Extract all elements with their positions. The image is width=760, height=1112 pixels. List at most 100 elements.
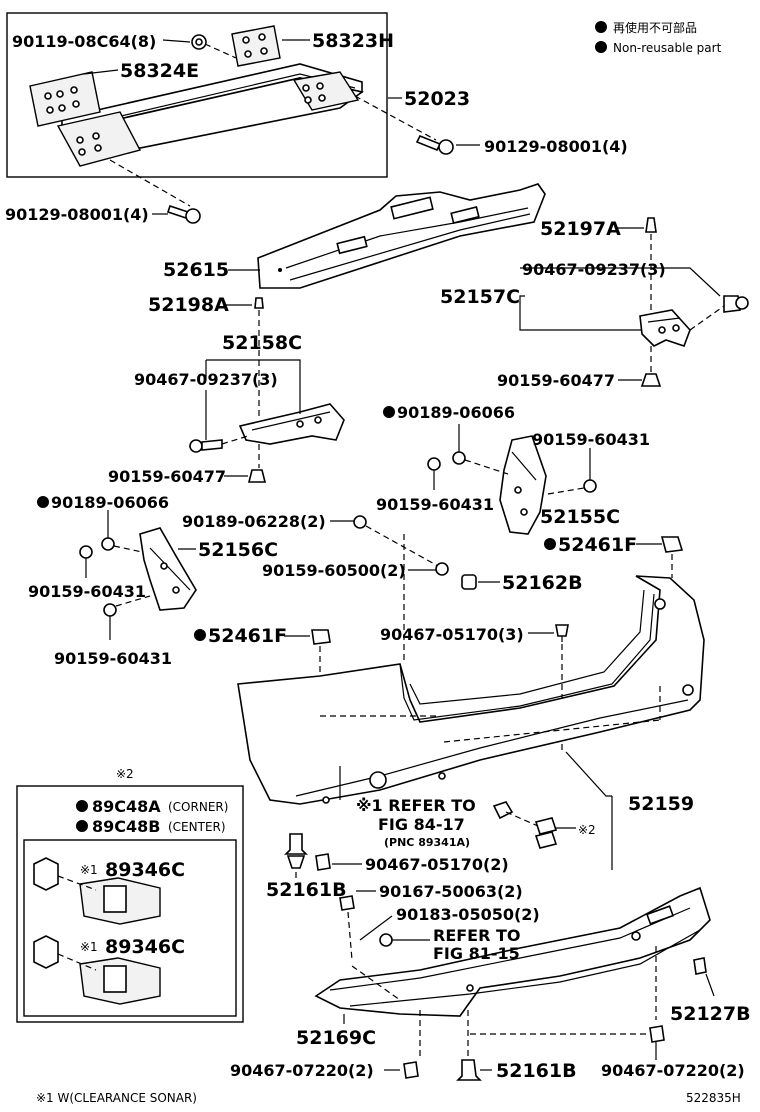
non-reusable-bullet-icon <box>194 629 206 641</box>
label-52461f-upper: 52461F <box>558 534 637 556</box>
label-90119-08c64: 90119-08C64(8) <box>12 32 156 51</box>
non-reusable-bullet-icon <box>595 41 607 53</box>
label-90159-60477-left: 90159-60477 <box>108 467 226 486</box>
non-reusable-bullet-icon <box>76 820 88 832</box>
nut-90159-60431-left-a-icon <box>79 545 93 559</box>
label-refer-sonar-c: (PNC 89341A) <box>384 836 470 849</box>
label-90159-60431-left-b: 90159-60431 <box>54 649 172 668</box>
nut-90159-60500-icon <box>435 562 449 576</box>
label-89c48a: 89C48A <box>92 797 161 816</box>
clip-90189-06228-icon <box>353 515 367 529</box>
label-mark1-a: ※1 <box>80 863 98 877</box>
screw-90467-09237-left-icon <box>189 439 223 453</box>
non-reusable-bullet-icon <box>595 21 607 33</box>
sonar-retainer-upper <box>33 857 161 925</box>
label-58323h: 58323H <box>312 30 394 52</box>
screw-90467-09237-right-icon <box>723 295 749 313</box>
clip-90467-07220-left-icon <box>403 1061 419 1079</box>
label-52461f-lower: 52461F <box>208 625 287 647</box>
side-bracket-52155c <box>499 435 547 535</box>
sonar-retainer-lower <box>33 935 161 1005</box>
label-52197a: 52197A <box>540 218 621 240</box>
lower-bracket-left <box>56 111 142 167</box>
label-90189-06066-right: 90189-06066 <box>397 403 515 422</box>
label-90467-09237-right: 90467-09237(3) <box>522 260 666 279</box>
label-refer-fig81-b: FIG 81-15 <box>433 944 520 963</box>
label-52162b: 52162B <box>502 572 583 594</box>
nut-90159-60477-left-icon <box>247 469 267 483</box>
pin-52197a-icon <box>645 217 657 233</box>
non-reusable-bullet-icon <box>37 496 49 508</box>
side-bracket-52156c <box>139 527 197 611</box>
clip-90467-07220-right-icon <box>649 1025 665 1043</box>
nut-90159-60431-right-b-icon <box>583 479 597 493</box>
label-52161b-lower: 52161B <box>496 1060 577 1082</box>
label-52169c: 52169C <box>296 1027 376 1049</box>
bracket-58324e <box>29 71 101 127</box>
label-90467-05170-lower: 90467-05170(2) <box>365 855 509 874</box>
label-90467-07220-right: 90467-07220(2) <box>601 1061 745 1080</box>
side-bracket-52158c <box>238 403 345 445</box>
label-90467-09237-left: 90467-09237(3) <box>134 370 278 389</box>
side-bracket-52157c <box>639 309 691 348</box>
label-52157c: 52157C <box>440 286 520 308</box>
label-refer-sonar-b: FIG 84-17 <box>378 815 465 834</box>
label-center: (CENTER) <box>168 820 226 834</box>
label-corner: (CORNER) <box>168 800 228 814</box>
nut-90167-50063-icon <box>339 895 355 911</box>
diagram-ref-code: 522835H <box>686 1091 741 1105</box>
legend-note1: ※1 W(CLEARANCE SONAR) <box>36 1091 197 1105</box>
label-refer-fig81-a: REFER TO <box>433 926 521 945</box>
retainer-52162b-icon <box>461 574 477 590</box>
label-89346c-b: 89346C <box>105 936 185 958</box>
label-note2-header: ※2 <box>116 767 134 781</box>
label-90183-05050: 90183-05050(2) <box>396 905 540 924</box>
bolt-90129-right-icon <box>415 134 454 155</box>
label-89c48b: 89C48B <box>92 817 160 836</box>
legend-jp: 再使用不可部品 <box>613 20 697 35</box>
label-52615: 52615 <box>163 259 229 281</box>
legend-en: Non-reusable part <box>613 41 722 55</box>
pad-52461f-lower-icon <box>311 629 331 645</box>
sonar-inset-inner-box <box>23 839 237 1017</box>
clip-52161b-lower-icon <box>456 1059 482 1081</box>
pin-52198a-icon <box>254 297 264 309</box>
cap-52127b-icon <box>693 957 707 975</box>
nut-90119-icon <box>191 34 207 50</box>
clip-52161b-upper-icon <box>284 833 308 869</box>
label-89346c-a: 89346C <box>105 859 185 881</box>
label-90167-50063: 90167-50063(2) <box>379 882 523 901</box>
label-90467-07220-left: 90467-07220(2) <box>230 1061 374 1080</box>
non-reusable-bullet-icon <box>76 800 88 812</box>
label-mark1-b: ※1 <box>80 940 98 954</box>
bolt-90129-left-icon <box>166 204 201 224</box>
label-90159-60431-left-a: 90159-60431 <box>28 582 146 601</box>
label-90159-60431-right-a: 90159-60431 <box>532 430 650 449</box>
right-end-bracket <box>292 71 360 111</box>
label-52158c: 52158C <box>222 332 302 354</box>
sonar-bracket-ref-icon <box>492 801 558 849</box>
non-reusable-bullet-icon <box>383 406 395 418</box>
label-52155c: 52155C <box>540 506 620 528</box>
label-52156c: 52156C <box>198 539 278 561</box>
sonar-inset-box <box>16 785 244 1023</box>
label-52023: 52023 <box>404 88 470 110</box>
bumper-cover-52159 <box>237 575 705 805</box>
nut-90159-60477-right-icon <box>640 373 662 387</box>
energy-absorber-52615 <box>257 183 546 289</box>
label-52161b-upper: 52161B <box>266 879 347 901</box>
pad-52461f-upper-icon <box>660 536 684 553</box>
label-90129-08001-right: 90129-08001(4) <box>484 137 628 156</box>
label-90189-06228: 90189-06228(2) <box>182 512 326 531</box>
clip-90189-06066-right-icon <box>452 451 466 465</box>
label-90159-60500: 90159-60500(2) <box>262 561 406 580</box>
label-52198a: 52198A <box>148 294 229 316</box>
label-mark2: ※2 <box>578 823 596 837</box>
nut-90159-60431-left-b-icon <box>103 603 117 617</box>
reinforcement-group-box <box>6 12 388 178</box>
label-58324e: 58324E <box>120 60 199 82</box>
clip-90467-05170-upper-icon <box>555 624 569 642</box>
non-reusable-bullet-icon <box>544 538 556 550</box>
clip-90467-05170-lower-icon <box>315 853 331 871</box>
